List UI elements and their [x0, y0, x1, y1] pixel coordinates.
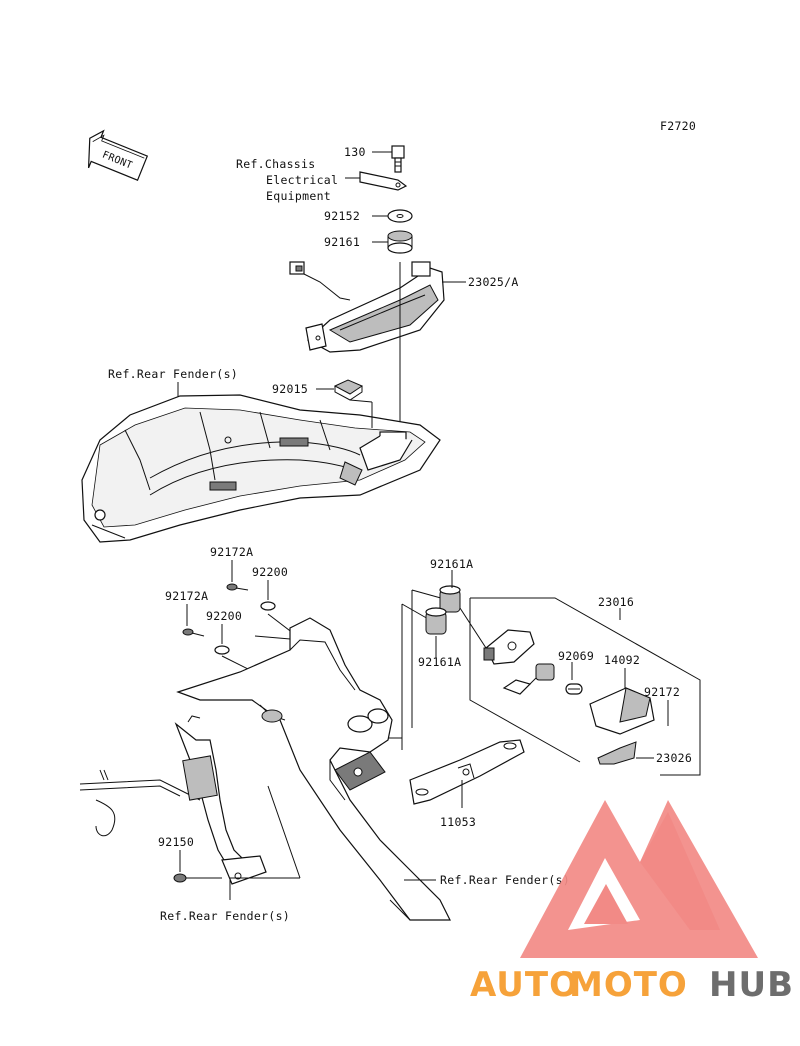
label-92172A-1: 92172A [210, 545, 253, 559]
label-92200-1: 92200 [252, 565, 288, 579]
ground-strap [359, 171, 408, 191]
label-130: 130 [344, 145, 366, 159]
grommet-92161A-upper [439, 585, 461, 613]
label-92015: 92015 [272, 382, 308, 396]
figure-code: F2720 [660, 119, 696, 133]
bulb-socket [502, 663, 555, 695]
ref-rear-fender-right: Ref.Rear Fender(s) [440, 873, 570, 887]
grommet-92161A-lower [425, 607, 447, 635]
bolt-92172A-upper [226, 583, 249, 591]
license-bracket-11053 [409, 739, 525, 805]
label-92152: 92152 [324, 209, 360, 223]
label-92161A-1: 92161A [430, 557, 473, 571]
automotohub-logo: AUTO MOTO HUB [470, 800, 794, 1005]
bolt-130 [391, 145, 405, 173]
bolt-92150 [173, 873, 222, 883]
lens-14092 [589, 687, 655, 735]
label-92161: 92161 [324, 235, 360, 249]
ref-chassis-line2: Electrical [266, 173, 338, 187]
label-11053: 11053 [440, 815, 476, 829]
label-92161A-2: 92161A [418, 655, 461, 669]
label-92200-2: 92200 [206, 609, 242, 623]
ref-chassis-line1: Ref.Chassis [236, 157, 315, 171]
label-92172: 92172 [644, 685, 680, 699]
washer-92152 [387, 209, 413, 223]
tail-light-23025A [289, 261, 445, 353]
wiring-bracket-left [79, 715, 267, 885]
bulb-92069 [565, 683, 583, 695]
ref-rear-fender-top: Ref.Rear Fender(s) [108, 367, 238, 381]
ref-chassis-line3: Equipment [266, 189, 331, 203]
washer-92200-upper [260, 601, 276, 611]
logo-auto: AUTO [470, 965, 579, 1005]
rear-fender-upper [81, 394, 441, 543]
nut-92015 [333, 379, 364, 395]
label-14092: 14092 [604, 653, 640, 667]
label-23026: 23026 [656, 751, 692, 765]
ref-rear-fender-bottom: Ref.Rear Fender(s) [160, 909, 290, 923]
bolt-92172A-lower [182, 628, 205, 637]
logo-hub: HUB [709, 965, 794, 1005]
label-23016: 23016 [598, 595, 634, 609]
label-92172A-2: 92172A [165, 589, 208, 603]
rear-fender-lower [176, 617, 451, 921]
label-92150: 92150 [158, 835, 194, 849]
washer-92200-lower [214, 645, 230, 655]
front-arrow-icon: FRONT [87, 129, 149, 181]
label-23025A: 23025/A [468, 275, 519, 289]
grommet-92161 [387, 230, 413, 254]
label-92069: 92069 [558, 649, 594, 663]
pad-23026 [597, 741, 637, 765]
logo-moto: MOTO [569, 965, 688, 1005]
license-light-housing [459, 607, 535, 665]
